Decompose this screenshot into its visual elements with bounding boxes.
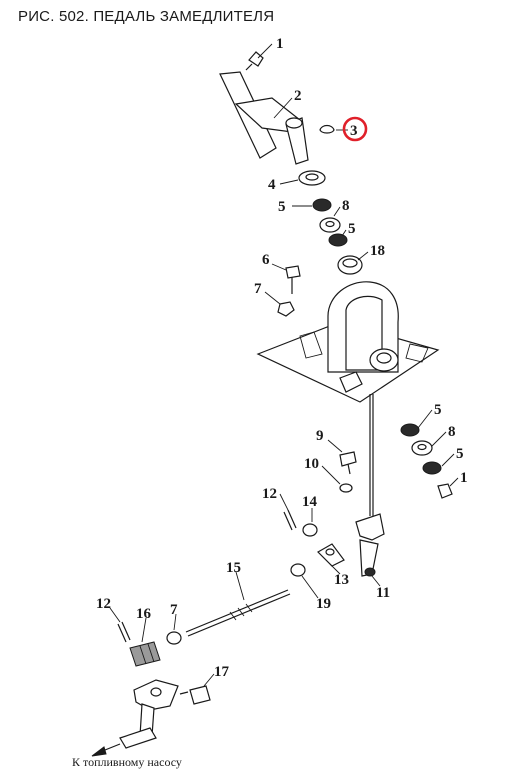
callout-label-1: 1	[460, 470, 468, 486]
pin-part-3	[319, 124, 335, 134]
lever-bracket-bottom	[119, 679, 179, 749]
yoke-part-11	[355, 513, 385, 577]
callout-label-1: 1	[276, 36, 284, 52]
callout-label-14: 14	[302, 494, 318, 510]
fuel-pump-direction-arrow	[91, 743, 121, 757]
cotter-pin-part-12-upper	[283, 509, 297, 531]
washer-part-4	[298, 170, 326, 186]
callout-label-5: 5	[434, 402, 442, 418]
nut-part-19	[290, 563, 306, 577]
callout-label-16: 16	[136, 606, 152, 622]
callout-label-3: 3	[350, 123, 358, 139]
bolt-part-6	[285, 265, 301, 294]
bolt-part-17	[179, 685, 211, 705]
callout-label-8: 8	[342, 198, 350, 214]
cotter-pin-part-12-lower	[117, 621, 131, 643]
bolt-part-1-lower	[437, 483, 453, 499]
nut-part-7-upper	[277, 301, 295, 317]
callout-label-12: 12	[96, 596, 111, 612]
rod-vertical	[369, 394, 374, 516]
callout-label-7: 7	[254, 281, 262, 297]
washer-part-10	[339, 483, 353, 493]
bushing-part-18	[337, 255, 363, 275]
callout-label-2: 2	[294, 88, 302, 104]
callout-label-19: 19	[316, 596, 331, 612]
callout-label-8: 8	[448, 424, 456, 440]
page-title: РИС. 502. ПЕДАЛЬ ЗАМЕДЛИТЕЛЯ	[18, 8, 275, 25]
fuel-pump-caption: К топливному насосу	[72, 755, 182, 769]
callout-label-9: 9	[316, 428, 324, 444]
bushing-stack-lower	[400, 423, 442, 475]
callout-label-13: 13	[334, 572, 349, 588]
threaded-rod-part-15	[185, 589, 291, 637]
pedal-part-1-bolt	[245, 51, 264, 71]
bolt-part-9	[339, 451, 357, 475]
callout-label-12: 12	[262, 486, 277, 502]
block-part-16	[129, 641, 161, 667]
nut-part-14	[302, 523, 318, 537]
pedal-lever-part-2	[219, 71, 309, 165]
nut-part-7-lower	[166, 631, 182, 645]
callout-label-7: 7	[170, 602, 178, 618]
callout-3-highlight	[342, 116, 368, 142]
callout-label-5: 5	[278, 199, 286, 215]
callout-label-5: 5	[348, 221, 356, 237]
callout-label-11: 11	[376, 585, 390, 601]
callout-label-18: 18	[370, 243, 385, 259]
callout-label-10: 10	[304, 456, 319, 472]
joint-part-13	[317, 543, 345, 567]
callout-label-5: 5	[456, 446, 464, 462]
bracket-housing	[327, 281, 399, 393]
callout-label-17: 17	[214, 664, 230, 680]
callout-label-6: 6	[262, 252, 270, 268]
callout-label-15: 15	[226, 560, 241, 576]
callout-label-4: 4	[268, 177, 276, 193]
leader-lines	[109, 43, 459, 687]
bushing-stack-upper	[312, 198, 348, 247]
